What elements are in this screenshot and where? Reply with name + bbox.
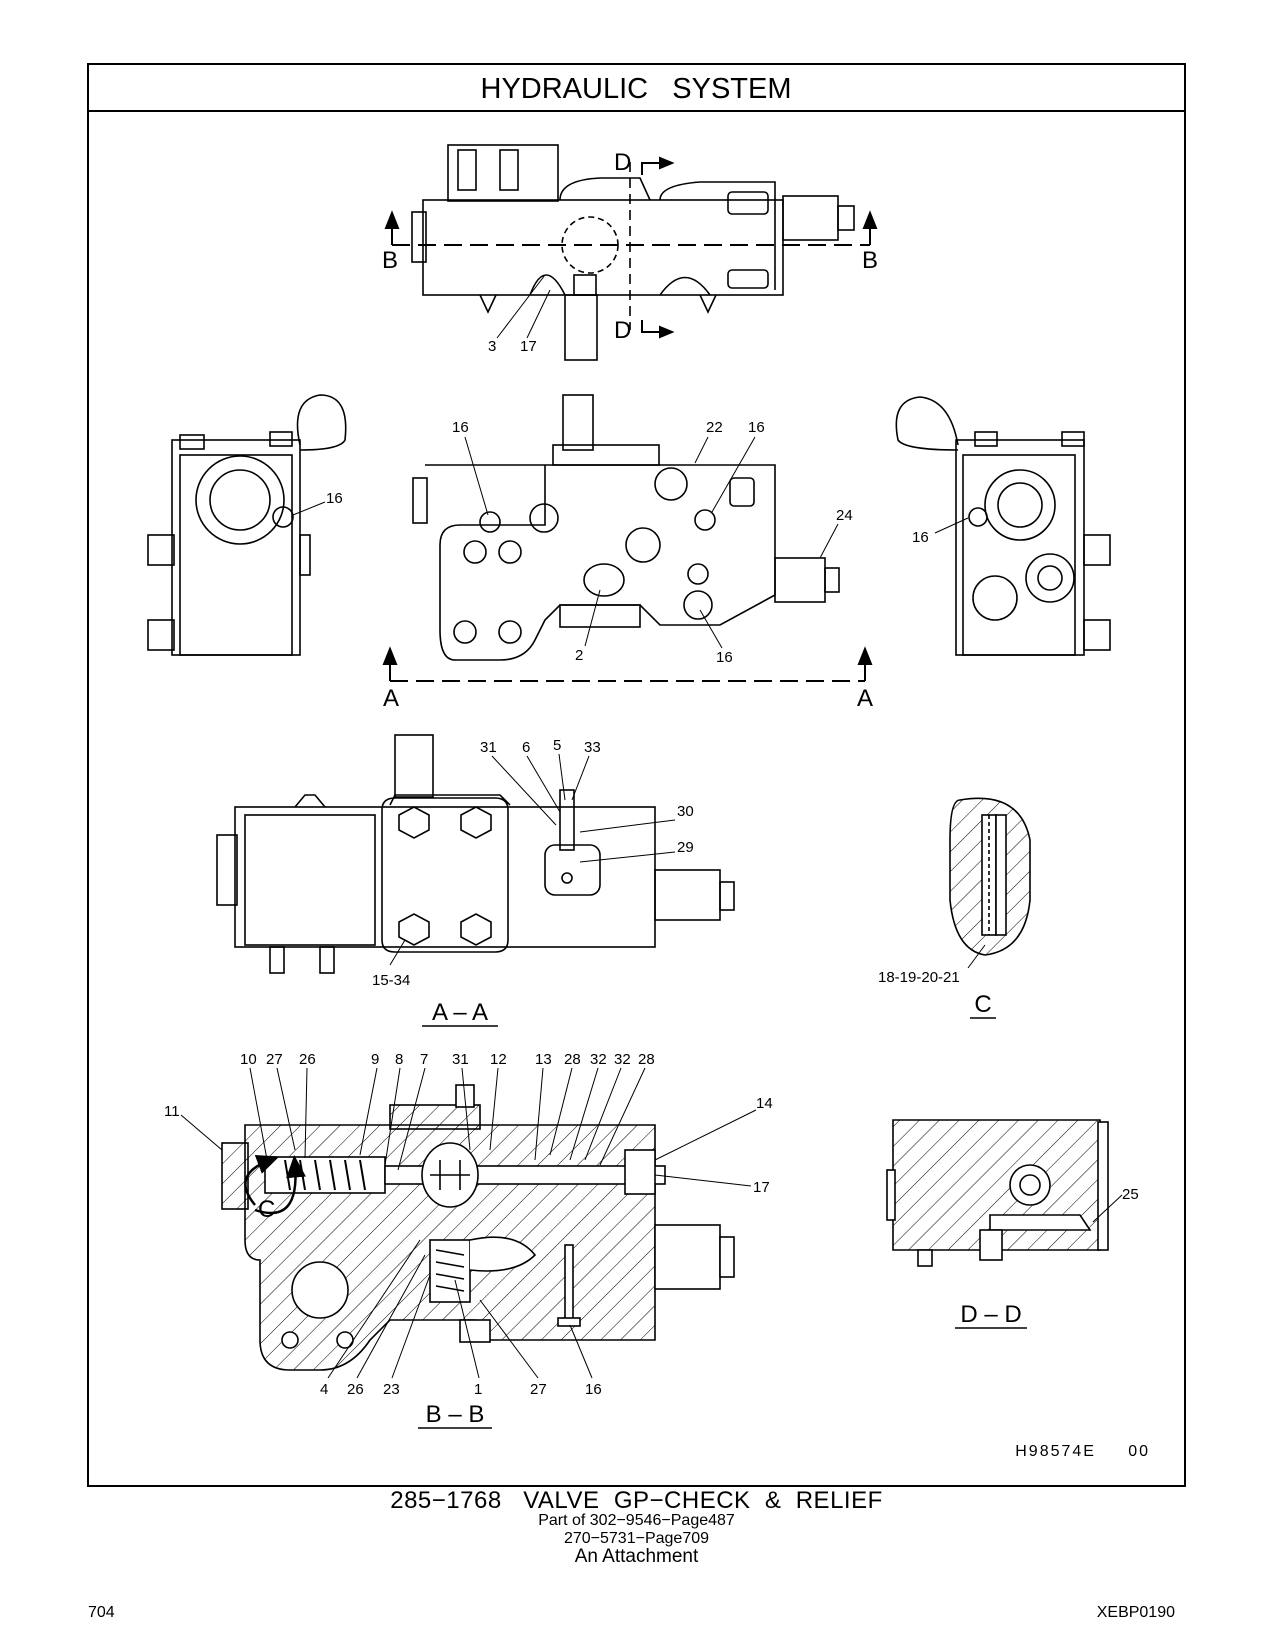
callout-front-24: 24 <box>836 507 853 524</box>
callout-bb-4: 4 <box>320 1381 328 1398</box>
callout-aa-6: 6 <box>522 739 530 756</box>
callout-right-side-16: 16 <box>912 529 929 546</box>
doc-code: XEBP0190 <box>1096 1604 1175 1621</box>
section-c-marker-label: C <box>258 1196 275 1223</box>
page-number: 704 <box>88 1604 115 1621</box>
callout-bb-28-b: 28 <box>638 1051 655 1068</box>
callout-bb-17: 17 <box>753 1179 770 1196</box>
leader-c <box>967 944 986 969</box>
section-bb-c-marker <box>244 1155 306 1215</box>
section-d-markers <box>641 156 675 339</box>
callout-bb-14: 14 <box>756 1095 773 1112</box>
callout-aa-30: 30 <box>677 803 694 820</box>
callout-bb-31: 31 <box>452 1051 469 1068</box>
callout-bb-27-a: 27 <box>266 1051 283 1068</box>
detail-c-view <box>949 797 1031 956</box>
callout-bb-13: 13 <box>535 1051 552 1068</box>
callout-top-17: 17 <box>520 338 537 355</box>
callout-aa-5: 5 <box>553 737 561 754</box>
section-dd-view <box>886 1119 1109 1267</box>
callout-aa-29: 29 <box>677 839 694 856</box>
callout-bb-27-b: 27 <box>530 1381 547 1398</box>
footer-line3: An Attachment <box>574 1546 699 1567</box>
callout-bb-7: 7 <box>420 1051 428 1068</box>
leader-dd-25 <box>1092 1194 1123 1223</box>
footer-line1: Part of 302−9546−Page487 <box>538 1512 735 1529</box>
callout-bb-28-a: 28 <box>564 1051 581 1068</box>
front-view-leaders <box>464 436 839 649</box>
callout-top-3: 3 <box>488 338 496 355</box>
callout-bb-12: 12 <box>490 1051 507 1068</box>
section-bb-leaders <box>180 1067 757 1379</box>
view-title-dd: D – D <box>960 1301 1021 1328</box>
diagram-frame <box>87 63 1186 1487</box>
page-title: HYDRAULIC SYSTEM <box>481 73 792 105</box>
callout-front-16-a: 16 <box>452 419 469 436</box>
section-d-label-bottom: D <box>614 317 631 344</box>
callout-bb-10: 10 <box>240 1051 257 1068</box>
leader-left-16 <box>292 501 326 516</box>
callout-front-22: 22 <box>706 419 723 436</box>
callout-bb-26-a: 26 <box>299 1051 316 1068</box>
footer-line2: 270−5731−Page709 <box>563 1530 710 1547</box>
section-b-label-right: B <box>862 247 878 274</box>
view-title-c: C <box>974 991 991 1018</box>
callout-aa-31: 31 <box>480 739 497 756</box>
callout-left-side-16: 16 <box>326 490 343 507</box>
section-aa-view <box>216 734 735 974</box>
callout-bb-16: 16 <box>585 1381 602 1398</box>
callout-bb-1: 1 <box>474 1381 482 1398</box>
callout-bb-32-a: 32 <box>590 1051 607 1068</box>
front-view <box>412 394 840 661</box>
callout-bb-32-b: 32 <box>614 1051 631 1068</box>
section-a-label-right: A <box>857 685 873 712</box>
section-bb-view <box>221 1084 735 1371</box>
callout-bb-23: 23 <box>383 1381 400 1398</box>
callout-bb-9: 9 <box>371 1051 379 1068</box>
section-d-label-top: D <box>614 149 631 176</box>
section-b-markers <box>384 210 878 245</box>
callout-aa-33: 33 <box>584 739 601 756</box>
callout-c-18-19-20-21: 18-19-20-21 <box>878 969 960 986</box>
view-title-aa: A – A <box>432 999 488 1026</box>
right-side-view <box>895 396 1111 656</box>
callout-bb-11: 11 <box>164 1103 180 1120</box>
callout-bb-8: 8 <box>395 1051 403 1068</box>
left-side-view <box>147 394 347 656</box>
callout-aa-15-34: 15-34 <box>372 972 410 989</box>
section-a-markers <box>382 646 873 682</box>
view-title-bb: B – B <box>426 1401 485 1428</box>
callout-front-2: 2 <box>575 647 583 664</box>
leader-right-16 <box>934 517 969 534</box>
top-view-leaders <box>496 274 551 339</box>
section-a-label-left: A <box>383 685 399 712</box>
section-b-label-left: B <box>382 247 398 274</box>
section-aa-leaders <box>389 753 676 966</box>
callout-front-16-c: 16 <box>716 649 733 666</box>
top-view <box>392 144 870 361</box>
callout-front-16-b: 16 <box>748 419 765 436</box>
callout-bb-26-b: 26 <box>347 1381 364 1398</box>
callout-dd-25: 25 <box>1122 1186 1139 1203</box>
figure-id: H98574E 00 <box>1015 1443 1150 1460</box>
footer-title: 285−1768 VALVE GP−CHECK & RELIEF <box>390 1487 883 1514</box>
